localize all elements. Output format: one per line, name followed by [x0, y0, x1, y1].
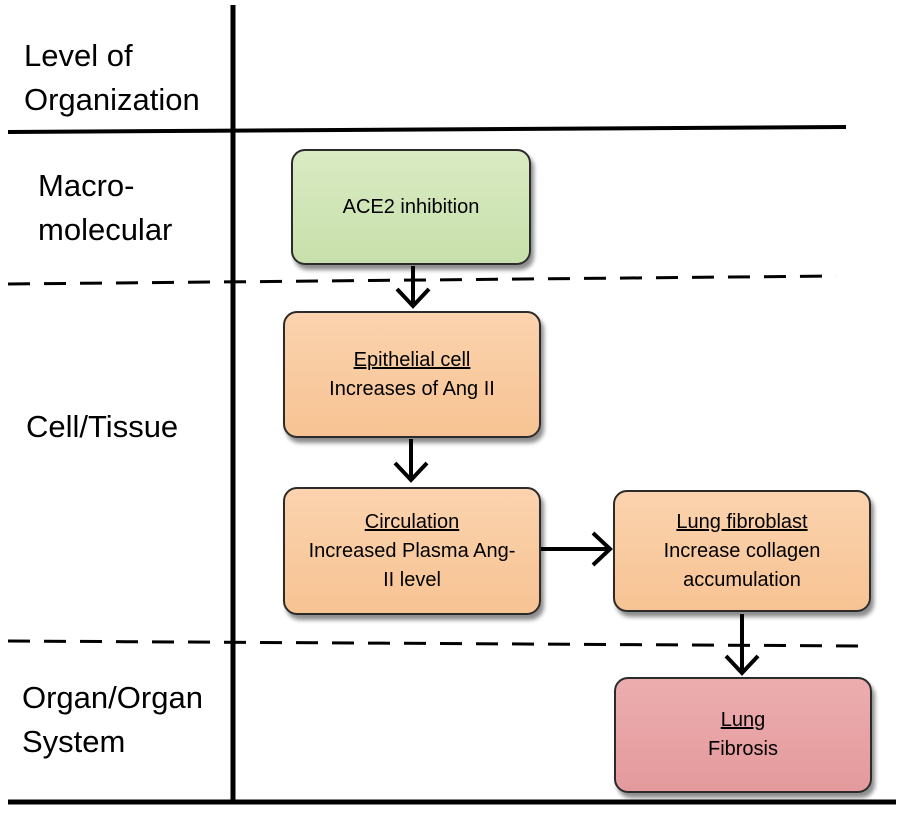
macro-line-2: molecular	[38, 212, 173, 247]
organ-line-2: System	[22, 724, 126, 759]
arrow-epithelial-to-circulation	[393, 439, 429, 483]
lung-body: Fibrosis	[707, 738, 778, 760]
node-ace2-inhibition: ACE2 inhibition	[291, 149, 531, 265]
arrow-ace2-to-epithelial	[395, 266, 431, 309]
fibroblast-head: Lung fibroblast	[676, 510, 808, 533]
node-circulation: Circulation Increased Plasma Ang- II lev…	[283, 487, 541, 615]
circulation-head: Circulation	[364, 510, 460, 533]
arrow-circulation-to-fibroblast	[541, 531, 613, 567]
node-lung-fibrosis: Lung Fibrosis	[614, 677, 872, 793]
level-cell-tissue-label: Cell/Tissue	[26, 405, 178, 449]
macro-line-1: Macro-	[38, 168, 135, 203]
level-of-organization-header: Level of Organization	[24, 34, 200, 122]
lung-head: Lung	[720, 709, 766, 731]
ace2-text: ACE2 inhibition	[342, 195, 480, 218]
fibroblast-body-1: Increase collagen	[663, 539, 821, 562]
header-divider	[7, 125, 847, 134]
node-lung-fibroblast: Lung fibroblast Increase collagen accumu…	[613, 490, 871, 612]
macro-cell-divider	[7, 274, 837, 286]
header-line-2: Organization	[24, 82, 200, 117]
cell-organ-divider	[7, 639, 867, 648]
header-line-1: Level of	[24, 38, 133, 73]
circulation-body-2: II level	[383, 568, 441, 591]
organ-line-1: Organ/Organ	[22, 680, 203, 715]
circulation-body-1: Increased Plasma Ang-	[308, 539, 516, 562]
cell-tissue-text: Cell/Tissue	[26, 409, 179, 444]
epithelial-head: Epithelial cell	[353, 348, 471, 371]
arrow-fibroblast-to-lung	[724, 614, 760, 676]
level-organ-system-label: Organ/Organ System	[22, 676, 203, 764]
fibroblast-body-2: accumulation	[683, 568, 801, 591]
node-epithelial-cell: Epithelial cell Increases of Ang II	[283, 311, 541, 438]
level-macromolecular-label: Macro- molecular	[38, 164, 172, 252]
epithelial-body: Increases of Ang II	[329, 377, 495, 400]
